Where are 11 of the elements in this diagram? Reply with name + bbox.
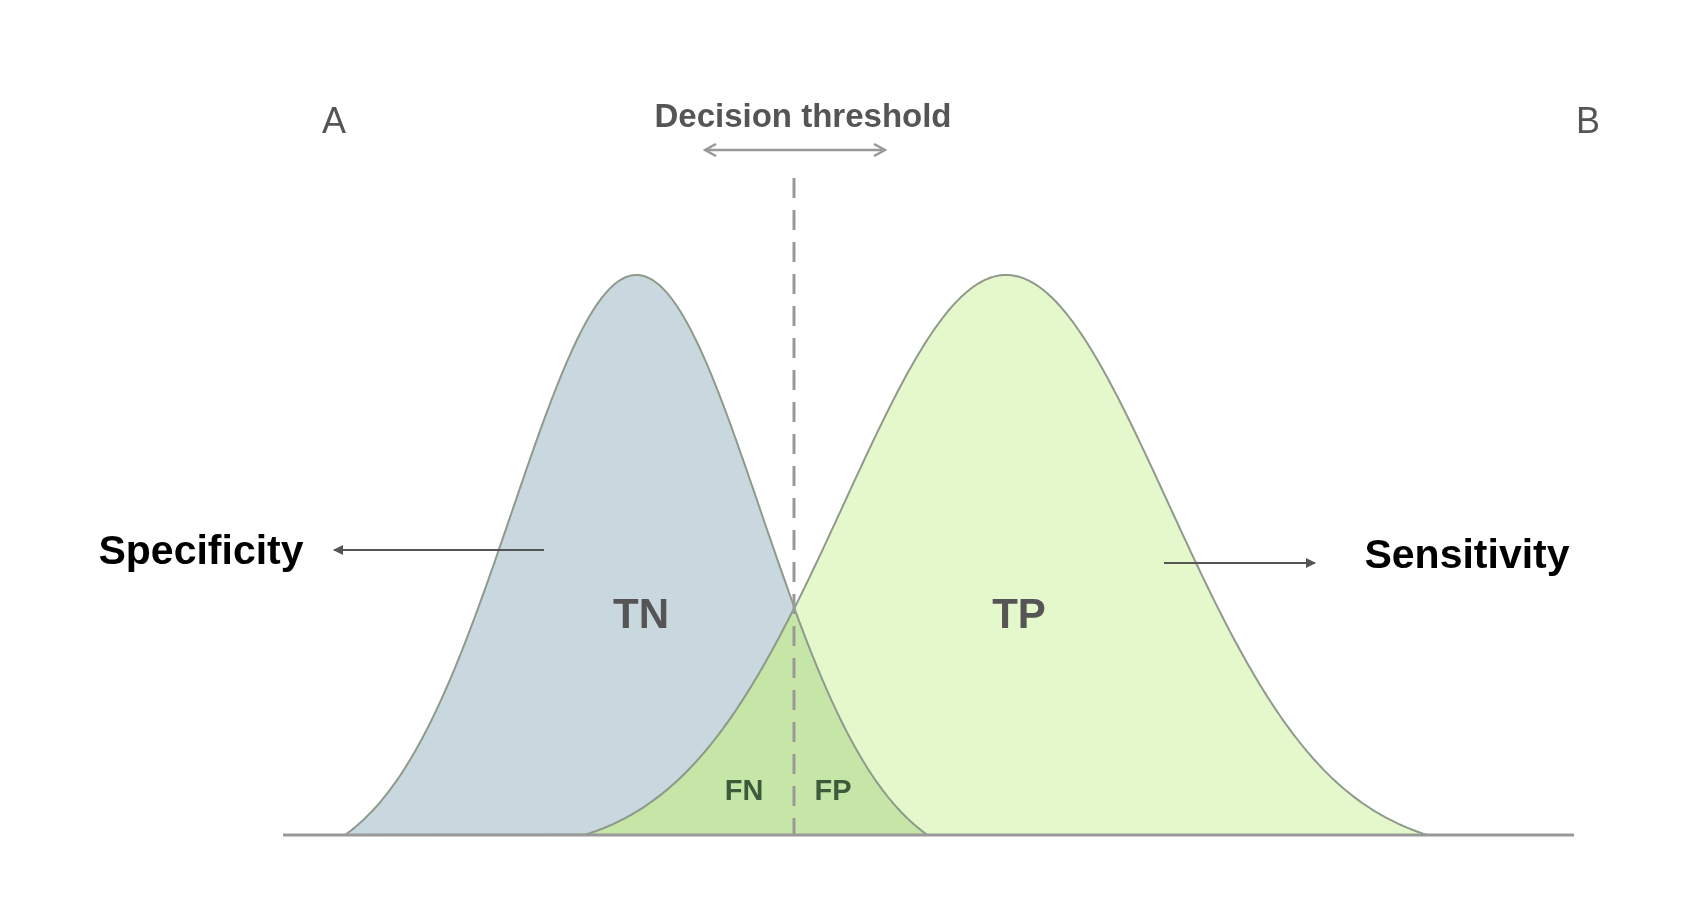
measure-label: Sensitivity bbox=[1364, 533, 1570, 575]
region-label: TN bbox=[613, 593, 669, 635]
region-label: TP bbox=[992, 593, 1046, 635]
region-label: FN bbox=[724, 775, 764, 805]
arrow bbox=[1163, 558, 1316, 568]
panel-letter: B bbox=[1576, 103, 1600, 139]
region-label: FP bbox=[814, 775, 852, 805]
arrow bbox=[333, 545, 545, 555]
measure-label: Specificity bbox=[98, 529, 304, 571]
threshold-label: Decision threshold bbox=[654, 98, 952, 132]
panel-letter: A bbox=[322, 103, 346, 139]
